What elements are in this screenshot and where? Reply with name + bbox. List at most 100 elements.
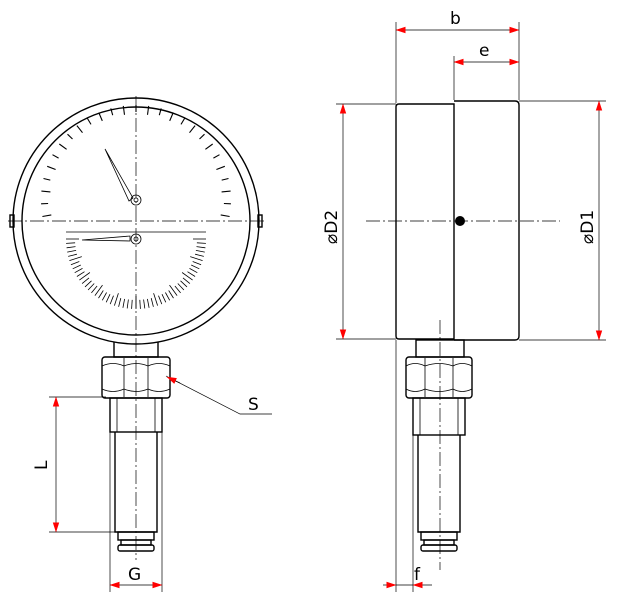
dial-tick [68, 253, 77, 257]
dial-tick [67, 133, 73, 140]
dial-tick [76, 271, 85, 277]
dial-tick [150, 298, 154, 307]
dial-tick [195, 250, 205, 253]
side-threaded-section [412, 397, 466, 436]
dial-tick [41, 190, 51, 193]
dial-tick [84, 280, 92, 288]
dial-tick [181, 272, 193, 281]
dial-tick [221, 190, 231, 193]
dial-tick [58, 143, 67, 150]
dial-tick [66, 242, 76, 244]
dial-tick [187, 271, 196, 277]
lower-pivot-core [133, 236, 139, 242]
upper-pointer [104, 148, 134, 202]
dial-tick [146, 105, 150, 115]
dial-tick [98, 112, 103, 122]
dial-tick [147, 298, 150, 308]
label-d1: ⌀D1 [578, 210, 598, 244]
label-g: G [128, 565, 141, 585]
label-e: e [479, 41, 489, 61]
dial-tick [87, 283, 95, 291]
dial-tick [114, 293, 119, 306]
dial-tick [69, 256, 82, 261]
side-bezel [454, 100, 520, 341]
label-d2: ⌀D2 [322, 210, 342, 244]
front-view: S L G [8, 96, 272, 592]
upper-pivot [130, 194, 142, 206]
dial-tick [79, 272, 91, 281]
dial-tick [66, 246, 76, 249]
dial-tick [165, 292, 171, 301]
side-shank [417, 435, 461, 533]
dial-tick [199, 133, 205, 140]
dial-tick [47, 165, 56, 171]
side-view: b e ⌀D2 ⌀D1 f [322, 9, 606, 592]
label-f: f [414, 565, 421, 585]
dial-tick [189, 268, 198, 274]
dial-tick [126, 299, 129, 309]
dial-tick [195, 253, 204, 257]
dial-tick [169, 112, 174, 122]
dial-tick [74, 268, 83, 274]
dial-tick [192, 261, 202, 266]
side-hex-nut [405, 356, 473, 399]
dial-tick [72, 264, 81, 270]
dial-tick [43, 177, 51, 181]
dial-tick [109, 295, 114, 305]
side-screw [455, 216, 465, 226]
lower-pointer [81, 235, 131, 242]
dial-tick [42, 214, 52, 218]
dial-tick [76, 125, 83, 134]
dial-tick [196, 246, 206, 249]
dial-tick [180, 118, 186, 125]
dial-tick [67, 250, 77, 253]
dial-tick [177, 283, 185, 291]
dial-tick [153, 293, 158, 306]
upper-pivot-core [133, 197, 139, 203]
s-leader-line [165, 375, 272, 415]
dial-tick [190, 256, 203, 261]
dial-tick [118, 298, 122, 307]
dial-tick [52, 154, 59, 159]
label-l: L [32, 460, 52, 470]
dial-tick [110, 108, 114, 116]
dial-tick [122, 298, 125, 308]
dial-tick [196, 242, 206, 244]
dial-tick [216, 165, 225, 171]
dial-tick [180, 280, 188, 288]
dial-tick [221, 177, 229, 181]
dial-tick [213, 154, 220, 159]
dial-tick [131, 299, 133, 309]
dial-tick [169, 284, 178, 296]
front-connector-tip [117, 531, 155, 552]
dial-tick [139, 299, 141, 309]
label-b: b [450, 9, 461, 29]
dial-tick [86, 118, 92, 125]
dial-tick [161, 294, 167, 303]
dial-tick [168, 290, 174, 299]
dial-tick [105, 294, 111, 303]
lower-dial-scale [66, 238, 206, 309]
label-s: S [248, 395, 259, 415]
dial-tick [189, 125, 196, 134]
dial-tick [81, 277, 90, 284]
dial-tick [182, 277, 191, 284]
dial-tick [91, 285, 98, 294]
dial-tick [158, 295, 163, 305]
lower-pivot [130, 233, 142, 245]
side-case-body [395, 103, 455, 340]
dial-tick [94, 284, 103, 296]
upper-dial-scale [41, 105, 231, 218]
dial-tick [122, 105, 126, 115]
dial-tick [70, 261, 80, 266]
dial-tick [158, 108, 162, 116]
dial-tick [174, 285, 181, 294]
side-connector-tip [420, 531, 458, 552]
dial-tick [220, 214, 230, 218]
dial-tick [101, 292, 107, 301]
dial-tick [143, 299, 146, 309]
dial-tick [191, 264, 200, 270]
front-threaded-section [109, 397, 163, 433]
dial-tick [205, 143, 214, 150]
